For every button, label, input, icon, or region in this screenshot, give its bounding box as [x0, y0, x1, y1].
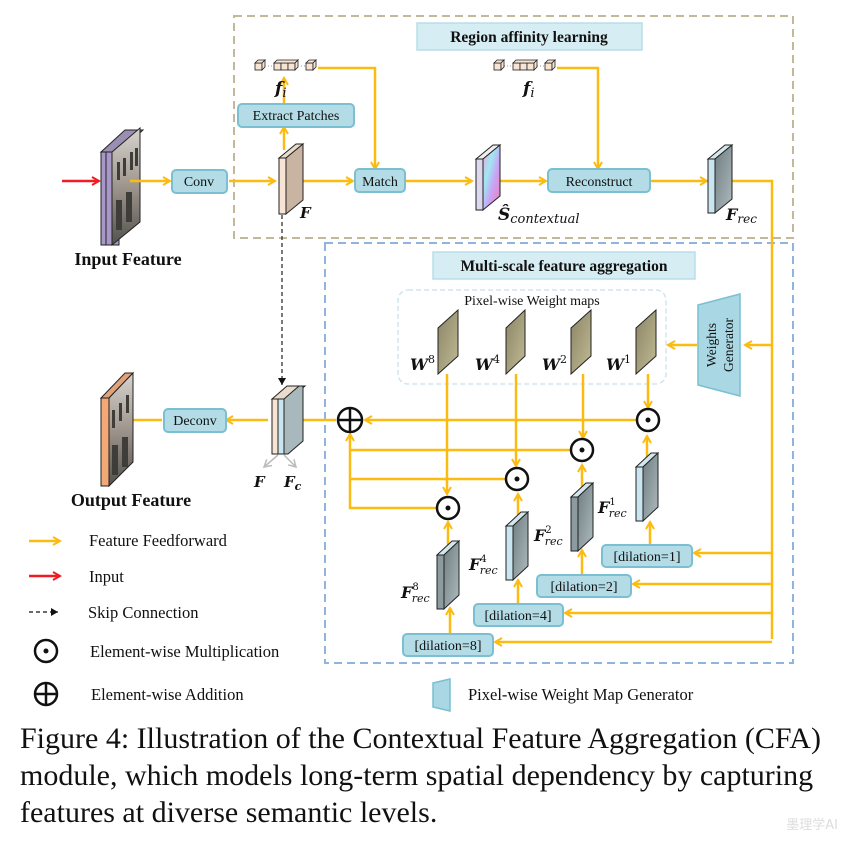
patches-fi-left [254, 59, 317, 71]
input-feature-block [99, 126, 145, 247]
deconv-box: Deconv [163, 408, 227, 433]
reconstruct-box: Reconstruct [547, 168, 651, 193]
match-box: Match [354, 168, 406, 193]
legend-trapezoid-icon [432, 678, 451, 712]
dilation-1-box: [dilation=1] [601, 544, 693, 568]
input-feature-label: Input Feature [74, 249, 181, 269]
watermark: 墨理学AI [786, 818, 838, 833]
legend-skip-label: Skip Connection [88, 603, 198, 622]
legend-input-label: Input [89, 567, 124, 586]
label-W8: W8 [410, 353, 435, 374]
figure-caption: Figure 4: Illustration of the Contextual… [20, 722, 821, 829]
multi-scale-title: Multi-scale feature aggregation [432, 251, 696, 280]
dilation-4-box: [dilation=4] [473, 603, 564, 627]
oplus-icon [336, 406, 364, 434]
legend: Feature Feedforward Input Skip Connectio… [29, 531, 694, 712]
patches-fi-right [493, 59, 556, 71]
legend-odot-icon [33, 638, 59, 664]
weight-map-W2 [570, 308, 592, 376]
svg-text:[dilation=2]: [dilation=2] [551, 580, 618, 595]
conv-box: Conv [171, 169, 228, 194]
frec-4-block [504, 510, 530, 582]
dilation-2-box: [dilation=2] [536, 574, 632, 598]
legend-odot-label: Element-wise Multiplication [90, 642, 279, 661]
legend-feedforward-label: Feature Feedforward [89, 531, 228, 550]
multi-scale-frame [324, 242, 794, 664]
weight-maps-frame [397, 289, 667, 385]
weight-map-W4 [505, 308, 526, 376]
feature-Frec-block [706, 143, 734, 215]
frec-8-block [435, 539, 461, 611]
weight-maps-title: Pixel-wise Weight maps [464, 294, 600, 309]
svg-text:Deconv: Deconv [173, 414, 217, 429]
svg-text:[dilation=1]: [dilation=1] [614, 550, 681, 565]
frec-1-block [634, 451, 660, 523]
legend-oplus-label: Element-wise Addition [91, 685, 244, 704]
label-W1: W1 [606, 353, 631, 374]
label-F-split: F [253, 473, 266, 491]
frec-2-block [569, 481, 595, 553]
dilation-8-box: [dilation=8] [402, 633, 494, 657]
output-feature-block [99, 371, 135, 488]
weight-map-W1 [635, 308, 657, 376]
label-W2: W2 [542, 353, 567, 374]
legend-trapezoid-label: Pixel-wise Weight Map Generator [468, 685, 694, 704]
similarity-map-block [474, 143, 502, 212]
svg-text:Conv: Conv [184, 175, 214, 190]
label-fi-right: fi [522, 79, 535, 101]
svg-text:Match: Match [362, 175, 398, 190]
weights-generator: Weights Generator [697, 293, 741, 397]
svg-text:Region affinity learning: Region affinity learning [450, 29, 608, 46]
legend-oplus-icon [33, 681, 59, 707]
label-Fc: Fc [283, 473, 302, 493]
label-fi-left: fi [274, 79, 287, 101]
svg-text:[dilation=8]: [dilation=8] [415, 639, 482, 654]
region-affinity-title: Region affinity learning [416, 22, 643, 51]
label-Frec: Frec [725, 205, 757, 226]
output-feature-label: Output Feature [71, 490, 191, 510]
label-W4: W4 [475, 353, 500, 374]
cfa-diagram: Region affinity learning Multi-scale fea… [29, 15, 794, 712]
svg-text:Weights: Weights [704, 323, 719, 367]
weight-map-W8 [437, 308, 459, 376]
extract-patches-box: Extract Patches [237, 103, 355, 128]
svg-text:Multi-scale feature aggregatio: Multi-scale feature aggregation [461, 258, 668, 275]
label-F: F [299, 204, 312, 222]
feature-F-block [277, 142, 305, 216]
svg-text:Reconstruct: Reconstruct [566, 175, 633, 190]
region-affinity-frame [233, 15, 794, 239]
label-S-contextual: Ŝcontextual [498, 204, 580, 227]
svg-text:Extract Patches: Extract Patches [253, 109, 340, 124]
svg-text:Generator: Generator [721, 318, 736, 372]
svg-text:[dilation=4]: [dilation=4] [485, 609, 552, 624]
concat-Fc-block [270, 385, 307, 455]
